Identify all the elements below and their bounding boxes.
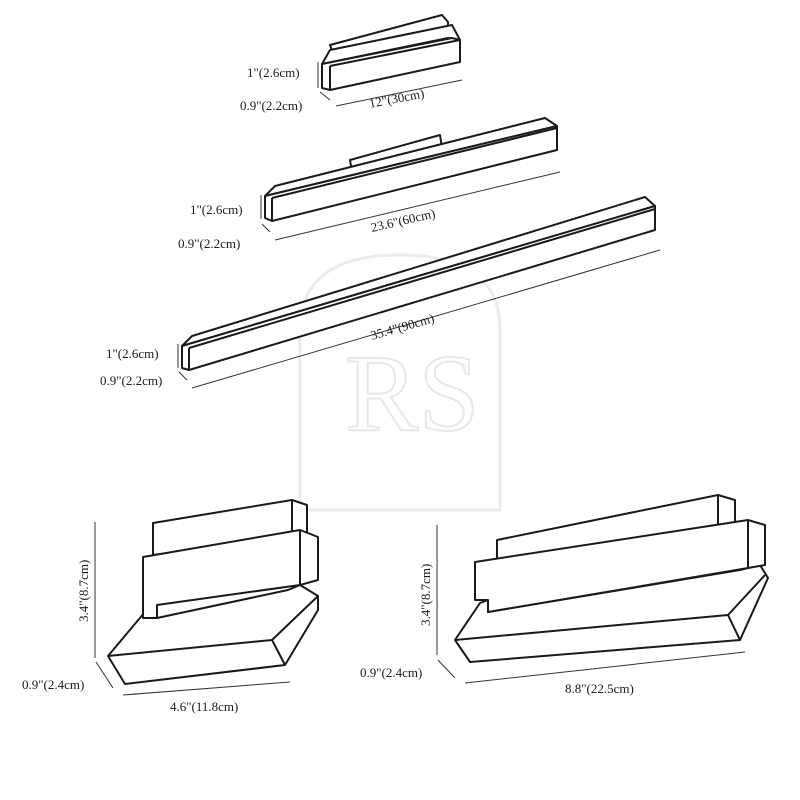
spot1-depth-label: 0.9"(2.4cm) xyxy=(22,677,84,692)
spot2-length-label: 8.8"(22.5cm) xyxy=(565,681,634,696)
spot1-length-label: 4.6"(11.8cm) xyxy=(170,699,238,714)
watermark-text: RS xyxy=(345,332,480,454)
linear-light-30cm xyxy=(321,14,461,91)
spot2-height-label: 3.4"(8.7cm) xyxy=(418,564,433,626)
watermark-logo: RS xyxy=(298,253,502,512)
bar1-length-label: 12"(30cm) xyxy=(368,86,426,111)
linear-light-60cm xyxy=(264,117,558,222)
spot-light-small xyxy=(107,499,319,685)
bar3-depth-label: 0.9"(2.2cm) xyxy=(100,373,162,388)
spot2-depth-label: 0.9"(2.4cm) xyxy=(360,665,422,680)
bar1-height-label: 1"(2.6cm) xyxy=(247,65,300,80)
bar3-height-label: 1"(2.6cm) xyxy=(106,346,159,361)
spot-light-large xyxy=(454,494,769,663)
bar1-depth-label: 0.9"(2.2cm) xyxy=(240,98,302,113)
linear-light-90cm xyxy=(181,196,656,371)
bar2-height-label: 1"(2.6cm) xyxy=(190,202,243,217)
bar2-depth-label: 0.9"(2.2cm) xyxy=(178,236,240,251)
spot1-height-label: 3.4"(8.7cm) xyxy=(76,560,91,622)
